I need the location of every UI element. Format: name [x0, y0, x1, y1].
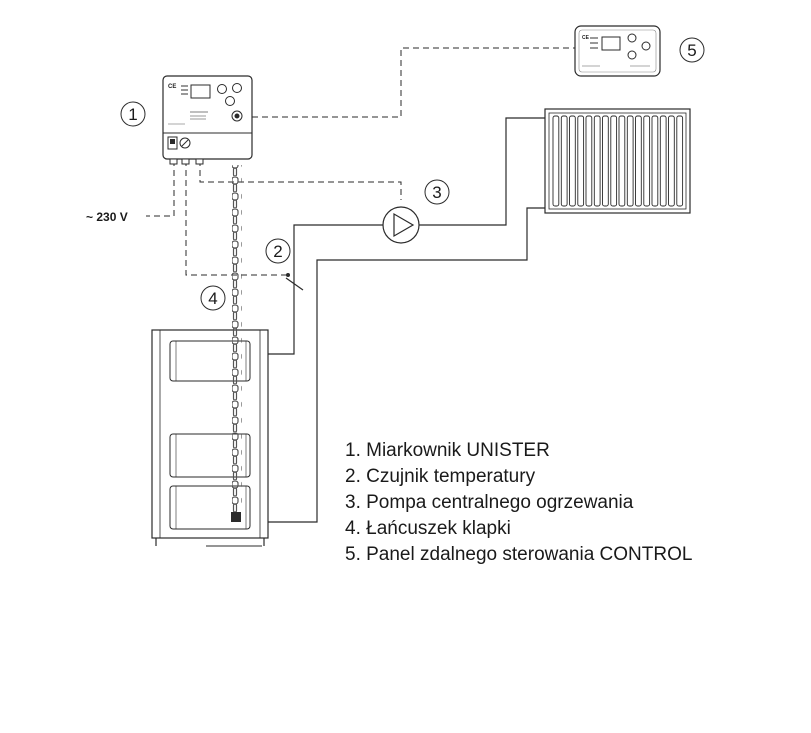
callout-4: 4 — [200, 285, 226, 311]
controller-unister: CE — [162, 75, 253, 165]
legend-item-4: 4. Łańcuszek klapki — [345, 518, 511, 539]
legend-item-5: 5. Panel zdalnego sterowania CONTROL — [345, 544, 693, 565]
radiator-fin — [577, 115, 585, 207]
water-pipes — [268, 117, 545, 523]
radiator-fins — [552, 115, 684, 207]
wire-power-supply — [146, 160, 175, 217]
radiator-fin — [560, 115, 568, 207]
remote-panel-ce-mark: CE — [582, 35, 590, 41]
radiator-fin — [552, 115, 560, 207]
wire-controller-to-remote-panel — [252, 47, 575, 118]
remote-panel-button-right-icon — [641, 41, 651, 51]
controller-button-down-icon — [225, 96, 235, 106]
pipe-supply — [268, 224, 384, 355]
radiator-fin — [585, 115, 593, 207]
radiator — [544, 108, 691, 214]
pipe-pump-to-radiator — [419, 117, 545, 226]
controller-buttons — [217, 83, 243, 122]
wire-controller-to-sensor — [185, 160, 288, 276]
radiator-fin — [569, 115, 576, 207]
legend-item-1: 1. Miarkownik UNISTER — [345, 440, 550, 461]
remote-panel-display — [601, 36, 621, 51]
voltage-label: ~ 230 V — [86, 210, 128, 224]
boiler — [151, 329, 269, 547]
callout-1-number: 1 — [128, 105, 137, 124]
callout-2-number: 2 — [273, 242, 282, 261]
callout-4-number: 4 — [208, 289, 217, 308]
remote-panel-button-up-icon — [627, 33, 637, 43]
wire-controller-to-pump — [199, 160, 402, 200]
legend: 1. Miarkownik UNISTER 2. Czujnik tempera… — [345, 438, 692, 568]
pump-direction-icon — [393, 212, 415, 238]
temperature-sensor — [285, 273, 304, 291]
controller-display — [190, 84, 211, 99]
radiator-fin — [602, 115, 609, 207]
radiator-fin — [676, 115, 684, 207]
callout-5: 5 — [679, 37, 705, 63]
damper-chain — [232, 165, 242, 512]
controller-ce-mark: CE — [168, 84, 176, 90]
radiator-fin — [593, 115, 601, 207]
radiator-fin — [668, 115, 675, 207]
remote-panel-button-down-icon — [627, 50, 637, 60]
callout-3-number: 3 — [432, 183, 441, 202]
callouts: 1 2 3 4 5 — [120, 37, 705, 311]
remote-panel-control: CE — [574, 25, 661, 77]
controller-button-top-icon — [232, 83, 242, 93]
radiator-fin — [651, 115, 659, 207]
legend-item-3: 3. Pompa centralnego ogrzewania — [345, 492, 634, 513]
control-wires — [146, 47, 575, 276]
callout-1: 1 — [120, 101, 146, 127]
pipe-return — [268, 207, 545, 523]
radiator-fin — [610, 115, 618, 207]
callout-2: 2 — [265, 238, 291, 264]
radiator-fin — [635, 115, 642, 207]
controller-button-up-icon — [217, 84, 227, 94]
radiator-fin — [626, 115, 634, 207]
radiator-fin — [618, 115, 626, 207]
damper-weight-icon — [231, 512, 241, 522]
callout-3: 3 — [424, 179, 450, 205]
radiator-fin — [643, 115, 651, 207]
circulation-pump — [382, 206, 420, 244]
callout-5-number: 5 — [687, 41, 696, 60]
legend-item-2: 2. Czujnik temperatury — [345, 466, 536, 487]
radiator-fin — [659, 115, 667, 207]
controller-cable-glands — [169, 158, 204, 165]
